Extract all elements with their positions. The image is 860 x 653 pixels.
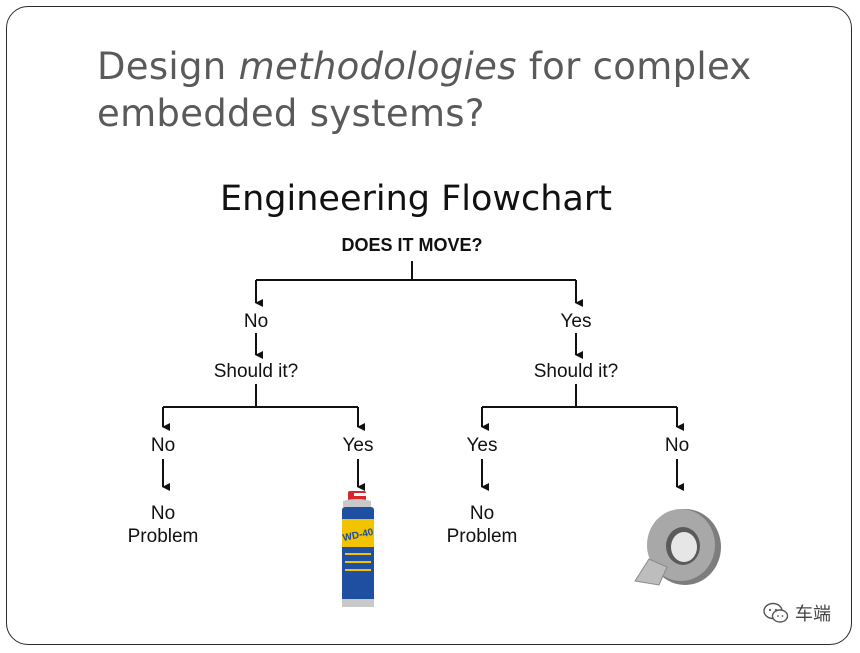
ll-result-line-2: Problem	[127, 526, 199, 547]
node-ll-answer: No	[150, 435, 176, 456]
slide: Design methodologies for complex embedde…	[6, 6, 852, 645]
slide-title: Design methodologies for complex embedde…	[97, 43, 797, 137]
node-right-question: Should it?	[533, 361, 619, 382]
rl-result-line-1: No	[469, 503, 495, 524]
node-root: DOES IT MOVE?	[341, 235, 483, 255]
node-lr-answer: Yes	[342, 435, 374, 456]
spray-can-icon: WD-40	[342, 491, 375, 607]
node-rr-answer: No	[664, 435, 690, 456]
node-rl-result: No Problem	[432, 502, 532, 548]
title-part-1: Design	[97, 45, 239, 88]
node-rl-answer: Yes	[466, 435, 498, 456]
rl-result-line-2: Problem	[446, 526, 518, 547]
wechat-icon	[763, 602, 789, 623]
node-left-question: Should it?	[213, 361, 299, 382]
node-yes: Yes	[560, 311, 592, 332]
node-ll-result: No Problem	[113, 502, 213, 548]
duct-tape-icon	[634, 509, 721, 586]
ll-result-line-1: No	[150, 503, 176, 524]
title-italic: methodologies	[238, 45, 517, 88]
watermark: 车端	[763, 600, 831, 626]
title-part-2: for complex embedded systems?	[97, 45, 752, 135]
node-no: No	[243, 311, 269, 332]
flowchart-connectors	[162, 261, 684, 491]
watermark-text: 车端	[795, 604, 831, 625]
flowchart-title: Engineering Flowchart	[219, 179, 612, 219]
